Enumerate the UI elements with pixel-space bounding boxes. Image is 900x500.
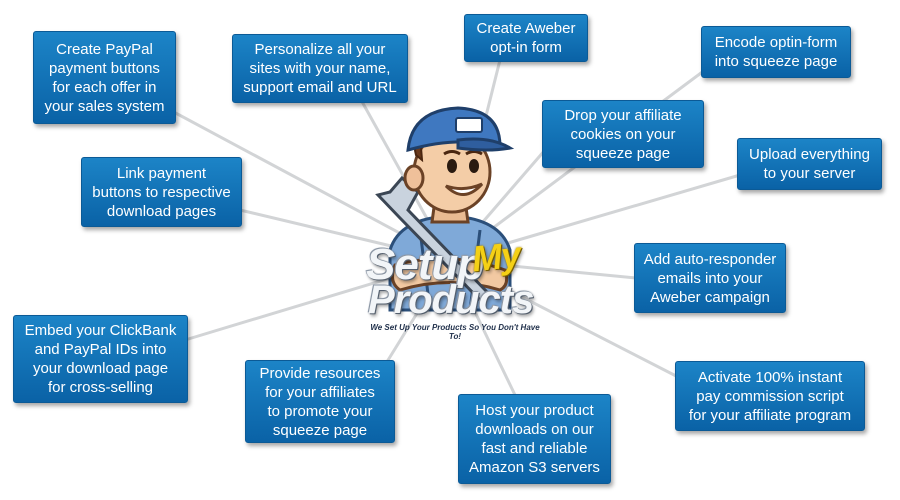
logo-word-my: My <box>469 233 522 280</box>
mechanic-mascot-icon <box>375 106 515 312</box>
task-affiliate-resources: Provide resources for your affiliates to… <box>245 360 395 443</box>
task-autoresponder: Add auto-responder emails into your Aweb… <box>634 243 786 313</box>
task-paypal-buttons: Create PayPal payment buttons for each o… <box>33 31 176 124</box>
task-commission-script: Activate 100% instant pay commission scr… <box>675 361 865 431</box>
task-personalize: Personalize all your sites with your nam… <box>232 34 408 103</box>
task-aweber-form: Create Aweber opt-in form <box>464 14 588 62</box>
task-upload: Upload everything to your server <box>737 138 882 190</box>
task-link-buttons: Link payment buttons to respective downl… <box>81 157 242 227</box>
task-host-downloads: Host your product downloads on our fast … <box>458 394 611 484</box>
logo-word-products: Products <box>368 278 534 322</box>
logo-word-setup: Setup <box>366 240 484 289</box>
task-embed-ids: Embed your ClickBank and PayPal IDs into… <box>13 315 188 403</box>
task-affiliate-cookies: Drop your affiliate cookies on your sque… <box>542 100 704 168</box>
logo-tagline: We Set Up Your Products So You Don't Hav… <box>370 323 540 341</box>
task-encode-optin: Encode optin-form into squeeze page <box>701 26 851 78</box>
